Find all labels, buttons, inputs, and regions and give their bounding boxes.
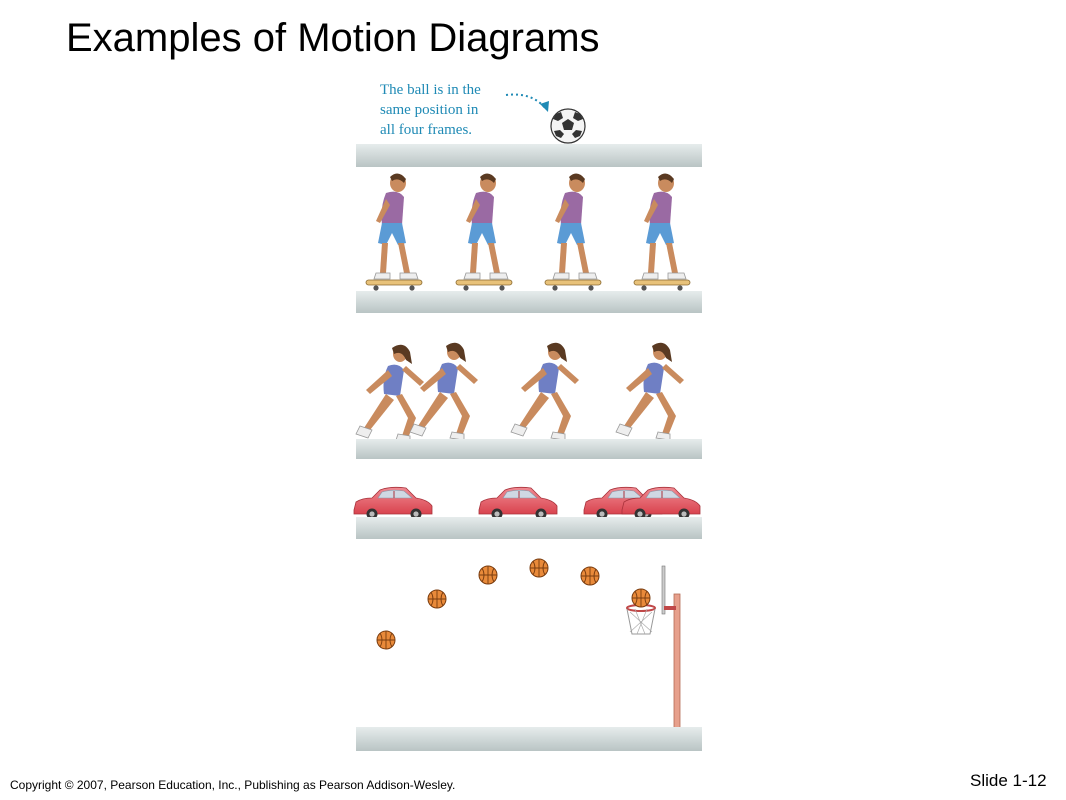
callout-text: The ball is in the same position in all … [380, 82, 485, 138]
callout-arrow [505, 93, 546, 109]
panel-skateboarder [356, 172, 702, 313]
shelf [356, 517, 702, 539]
arrow-head [540, 101, 549, 112]
panel-runner [355, 342, 702, 459]
skateboarder-icon [365, 172, 423, 292]
basketball-icon [376, 630, 396, 650]
skateboarder-icon [633, 172, 691, 292]
shelf [356, 144, 702, 167]
shelf [356, 727, 702, 751]
runner-icon [510, 342, 580, 441]
callout-line: all four frames. [380, 122, 472, 138]
car-icon [478, 486, 558, 520]
basketball-icon [580, 566, 600, 586]
shelf [356, 439, 702, 459]
callout-line: same position in [380, 102, 479, 118]
basketball-icon [529, 558, 549, 578]
basketball-icon [478, 565, 498, 585]
hoop-icon [626, 565, 681, 729]
panel-car [353, 486, 702, 539]
page-title: Examples of Motion Diagrams [66, 16, 600, 60]
motion-diagrams-figure: The ball is in the same position in all … [353, 82, 702, 751]
basketball-icon [631, 588, 651, 608]
panel-ball: The ball is in the same position in all … [356, 82, 702, 167]
shelf [356, 291, 702, 313]
skateboarder-icon [544, 172, 602, 292]
copyright-notice: Copyright © 2007, Pearson Education, Inc… [10, 778, 456, 792]
skateboarder-icon [455, 172, 513, 292]
soccer-ball-icon [550, 108, 586, 144]
car-icon [353, 486, 433, 520]
basketball-icon [427, 589, 447, 609]
callout-line: The ball is in the [380, 82, 481, 98]
slide-number: Slide 1-12 [970, 771, 1047, 790]
runner-icon [615, 342, 685, 441]
panel-basketball [356, 558, 702, 751]
runner-icon [409, 342, 479, 441]
